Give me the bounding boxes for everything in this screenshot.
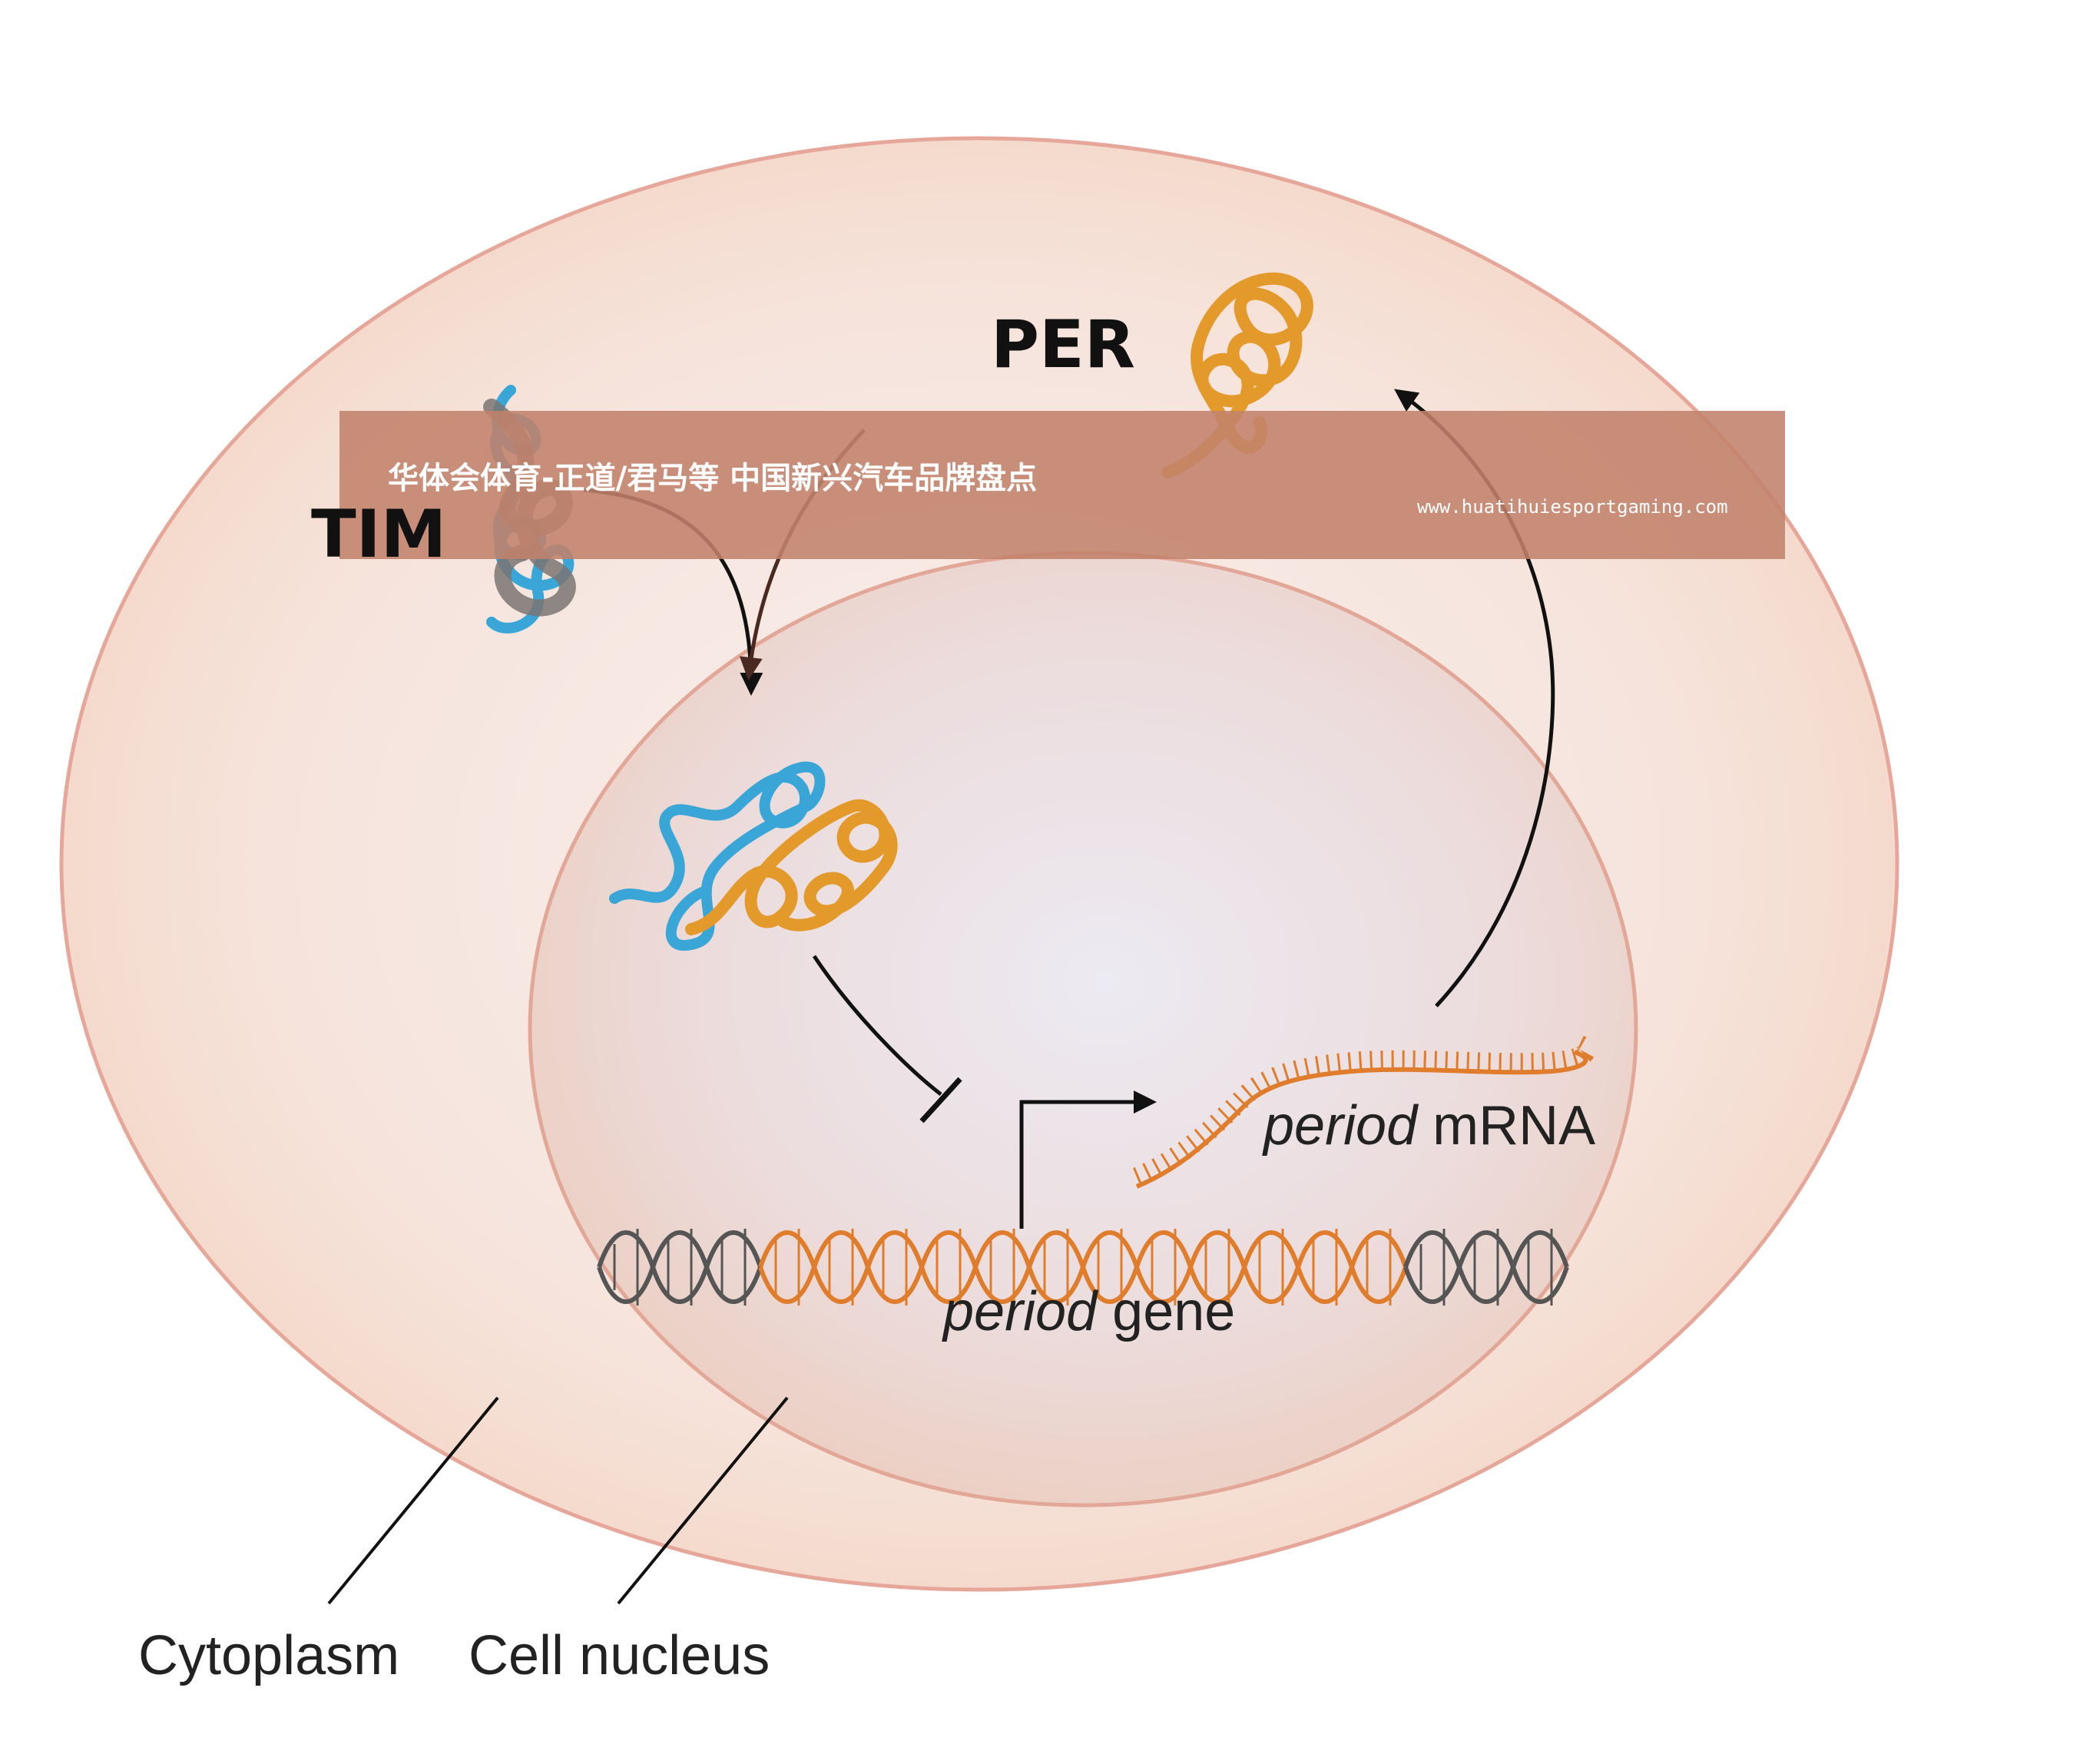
banner-title: 华体会体育-正道/君马等 中国新兴汽车品牌盘点 [388, 461, 1037, 496]
period-mrna-label: period mRNA [1262, 1095, 1595, 1157]
cytoplasm-pointer-line [327, 1396, 499, 1605]
inhibition-line [812, 955, 942, 1096]
banner-url: www.huatihuiesportgaming.com [1417, 496, 1728, 518]
transcription-arrow [1019, 1091, 1157, 1229]
period-mrna [1132, 1033, 1596, 1189]
cell-nucleus [528, 551, 1638, 1508]
period-gene-label: period gene [942, 1281, 1235, 1342]
nucleus-pointer-line [617, 1396, 789, 1605]
inhibition-bar [919, 1077, 962, 1124]
cytoplasm-label: Cytoplasm [138, 1625, 399, 1686]
overlay-banner [339, 411, 1785, 559]
tim-per-complex [609, 761, 898, 951]
per-label: PER [991, 306, 1135, 383]
tim-label: TIM [311, 496, 446, 573]
cell-nucleus-label: Cell nucleus [469, 1625, 770, 1686]
dna-helix [597, 1229, 1569, 1306]
per-protein [1161, 272, 1313, 478]
